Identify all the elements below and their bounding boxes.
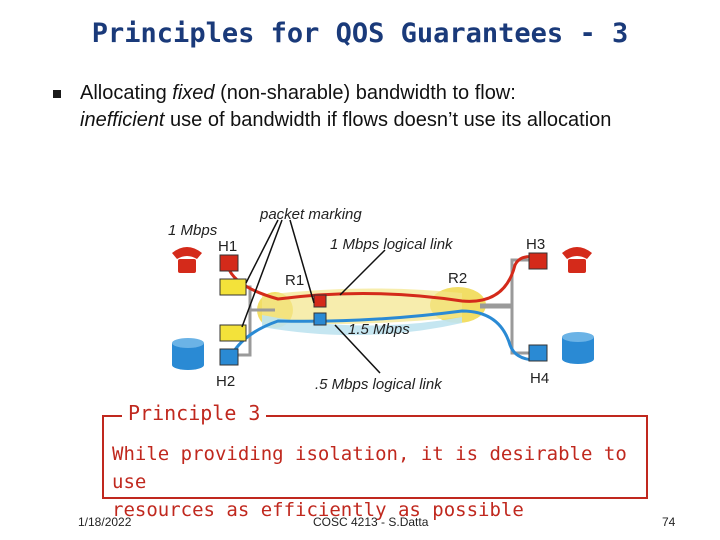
label-r2: R2 (448, 270, 467, 287)
host-h1-box (219, 254, 239, 272)
host-h4-box (528, 344, 548, 362)
footer-course: COSC 4213 - S.Datta (313, 515, 429, 529)
principle-label: Principle 3 (122, 401, 267, 425)
label-h1: H1 (218, 238, 237, 255)
host-h3-box (528, 252, 548, 270)
wire-r2-h3 (480, 258, 535, 307)
h1-marker-yellow (219, 278, 247, 296)
label-packet-marking: packet marking (259, 206, 362, 223)
bullet-italic-fixed: fixed (172, 82, 215, 104)
label-1mbps: 1 Mbps (168, 222, 218, 239)
arrow-1mbps-link (339, 249, 386, 296)
footer-page-number: 74 (662, 515, 676, 529)
wire-r2-h4 (480, 305, 535, 355)
bullet-part2: (non-sharable) bandwidth to flow: (214, 82, 516, 104)
database-left-icon (172, 338, 204, 370)
r1-marker-red (313, 294, 327, 308)
footer-date: 1/18/2022 (78, 515, 132, 529)
blue-flow-path (226, 309, 535, 364)
slide-title: Principles for QOS Guarantees - 3 (91, 18, 629, 49)
label-h4: H4 (530, 370, 549, 387)
r1-marker-blue (313, 312, 327, 326)
principle-line-2: resources as efficiently as possible (112, 499, 524, 521)
principle-text: While providing isolation, it is desirab… (112, 440, 642, 524)
wire-h2-r1 (238, 310, 252, 357)
phone-left-icon (172, 247, 202, 273)
database-right-icon (562, 332, 594, 364)
arrow-marking-h2 (241, 219, 283, 328)
label-1-5mbps: 1.5 Mbps (348, 321, 410, 338)
label-h3: H3 (526, 236, 545, 253)
bullet-part4: use of bandwidth if flows doesn’t use it… (164, 109, 612, 131)
label-05mbps-logical-link: .5 Mbps logical link (315, 376, 443, 393)
principle-line-1: While providing isolation, it is desirab… (112, 443, 627, 493)
red-flow-path (226, 255, 535, 303)
host-h2-box (219, 348, 239, 366)
bullet-prefix: Allocating (80, 82, 173, 104)
bullet-italic-inefficient: inefficient (80, 109, 165, 131)
label-r1: R1 (285, 272, 304, 289)
phone-right-icon (562, 247, 592, 273)
h2-marker-yellow (219, 324, 247, 342)
bullet-marker (53, 90, 61, 98)
label-h2: H2 (216, 373, 235, 390)
network-diagram: 1 Mbps packet marking H1 H2 H3 H4 R1 R2 … (168, 206, 594, 393)
arrow-marking-h1 (245, 219, 279, 284)
label-1mbps-logical-link: 1 Mbps logical link (330, 236, 454, 253)
bullet-text: Allocating fixed (non-sharable) bandwidt… (80, 80, 650, 134)
arrow-marking-r1 (289, 219, 315, 304)
arrow-05mbps-link (334, 324, 381, 374)
principle-box (102, 415, 648, 499)
link-band-blue (262, 315, 462, 336)
